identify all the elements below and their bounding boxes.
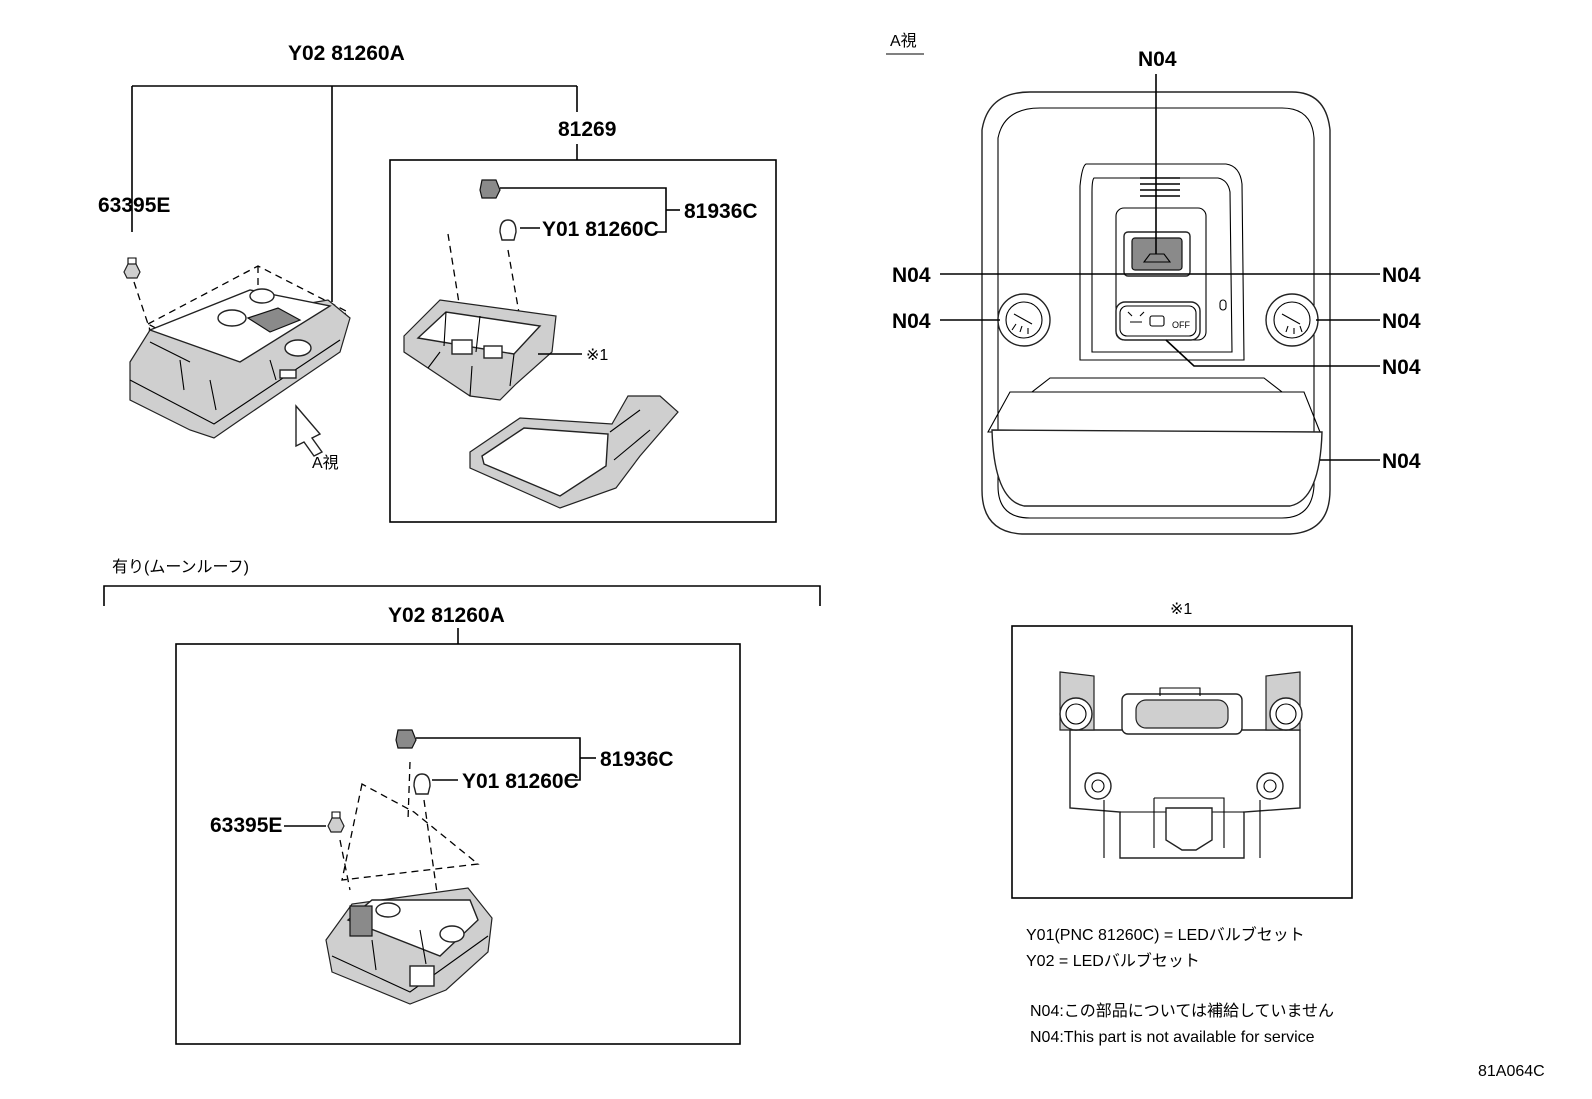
- note-y01: Y01(PNC 81260C) = LEDバルブセット: [1026, 925, 1305, 944]
- bracket-top-assy: [131, 85, 578, 302]
- label-clip-left: 63395E: [98, 194, 170, 217]
- star-detail-section: ※1: [1011, 601, 1353, 899]
- view-a-section: A視 OFF: [886, 32, 1421, 535]
- label-n04-left-lamp: N04: [892, 310, 931, 333]
- bulb-part-icon: [499, 219, 517, 241]
- view-a-arrow-icon: [295, 404, 324, 457]
- label-n04-right-lamp: N04: [1382, 310, 1421, 333]
- switch-off-text: OFF: [1172, 320, 1190, 330]
- star-detail-frame: [1011, 625, 1353, 899]
- label-n04-switch: N04: [1382, 356, 1421, 379]
- label-sub-assy: 81269: [558, 118, 616, 141]
- label-bulb-top: Y01 81260C: [542, 218, 659, 241]
- dash-moonroof: [339, 761, 480, 901]
- overhead-console-drawing: OFF: [981, 91, 1331, 535]
- leader-n04-switch: [1165, 339, 1380, 367]
- moonroof-section: 有り(ムーンルーフ) Y02 81260A 81936C Y01 81260C …: [103, 558, 821, 1045]
- map-lamp-housing-drawing: [129, 265, 351, 439]
- top-left-assembly-group: Y02 81260A 81269 63395E: [98, 42, 616, 472]
- label-bulb-bottom: Y01 81260C: [462, 770, 579, 793]
- moonroof-frame: [175, 643, 741, 1045]
- figure-code: 81A064C: [1478, 1063, 1545, 1080]
- lens-frame-drawing: [469, 395, 679, 509]
- label-top-assy: Y02 81260A: [288, 42, 405, 65]
- label-view-a-title: A視: [890, 32, 917, 50]
- clip-part-icon: [123, 257, 141, 279]
- note-n04-jp: N04:この部品については補給していません: [1030, 1002, 1334, 1020]
- label-star-inline: ※1: [586, 347, 608, 364]
- label-n04-lid: N04: [1382, 450, 1421, 473]
- label-view-arrow: A視: [312, 454, 339, 472]
- label-star-box-title: ※1: [1170, 601, 1192, 618]
- label-clip-bottom: 63395E: [210, 814, 282, 837]
- moonroof-housing-drawing: [325, 887, 493, 1005]
- label-moonroof-assy: Y02 81260A: [388, 604, 505, 627]
- socket-bottom-icon: [395, 729, 417, 749]
- leader-socket-bottom: [416, 737, 581, 781]
- bulb-bottom-icon: [413, 773, 431, 795]
- sub-assy-frame: [389, 159, 777, 523]
- note-y02: Y02 = LEDバルブセット: [1026, 951, 1200, 970]
- sub-assembly-box: 81936C Y01 81260C ※1: [389, 159, 777, 523]
- switch-module-front-drawing: [1059, 671, 1303, 859]
- label-socket-bottom: 81936C: [600, 748, 674, 771]
- notes-block: Y01(PNC 81260C) = LEDバルブセット Y02 = LEDバルブ…: [1026, 925, 1334, 1046]
- label-n04-left-upper: N04: [892, 264, 931, 287]
- bracket-moonroof: [103, 585, 821, 606]
- dash-clip: [133, 281, 151, 331]
- switch-module-drawing: [403, 299, 557, 401]
- clip-bottom-icon: [327, 811, 345, 833]
- label-n04-top: N04: [1138, 48, 1177, 71]
- socket-part-icon: [479, 179, 501, 199]
- label-n04-right-upper: N04: [1382, 264, 1421, 287]
- note-n04-en: N04:This part is not available for servi…: [1030, 1029, 1315, 1046]
- label-moonroof-caption: 有り(ムーンルーフ): [112, 558, 249, 576]
- label-socket-top: 81936C: [684, 200, 758, 223]
